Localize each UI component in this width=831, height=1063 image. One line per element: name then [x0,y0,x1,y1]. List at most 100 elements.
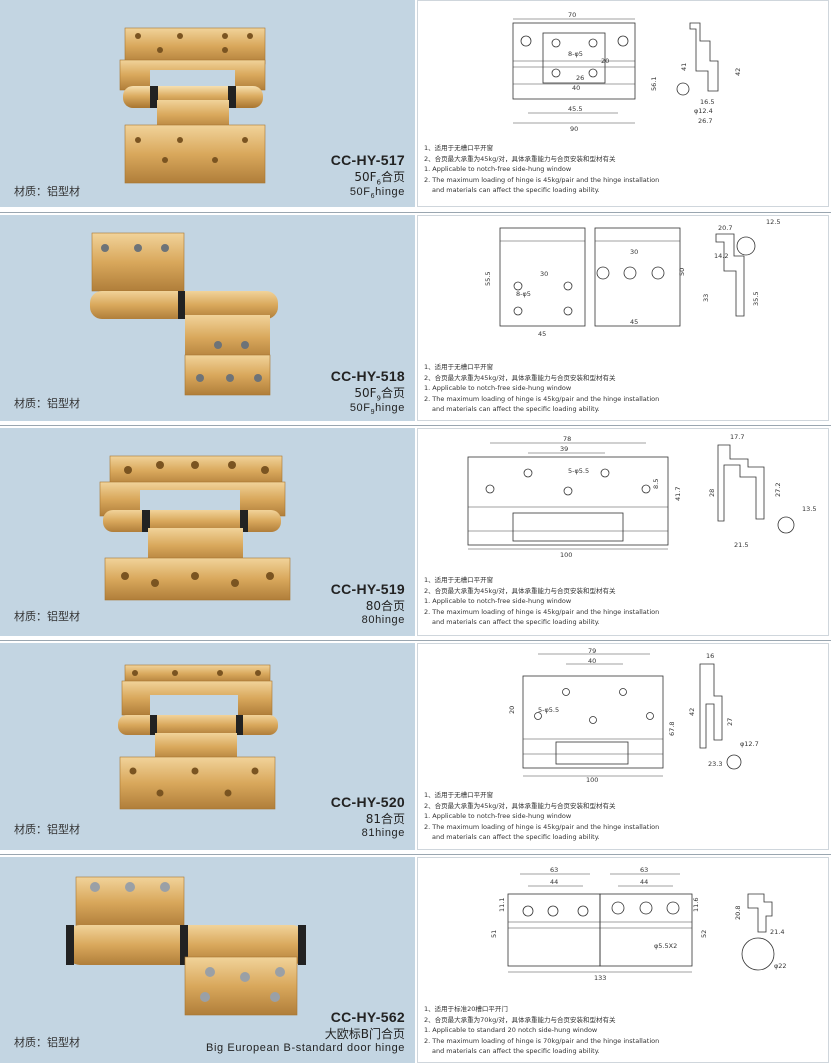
svg-text:20: 20 [508,706,516,714]
svg-text:27: 27 [726,718,734,726]
model-code: CC-HY-517 [330,152,405,168]
svg-text:φ12.4: φ12.4 [694,107,713,115]
product-row-517: 材质：铝型材 CC-HY-517 50F6合页 50F6hinge 70 8-φ… [0,0,831,207]
model-name-en: 50F6hinge [349,186,405,201]
spec-notes: 1、适用于无槽口平开窗 2、合页最大承重为45kg/对，具体承重能力与合页安装和… [424,791,660,841]
product-photo-panel: 材质：铝型材 CC-HY-520 81合页 81hinge [0,643,415,850]
svg-text:21.5: 21.5 [734,541,748,549]
svg-text:40: 40 [572,84,580,92]
technical-drawing-panel: 63 44 63 44 11.1 11.6 51 52 φ5.5X2 133 2… [417,857,829,1063]
svg-text:63: 63 [550,866,558,874]
svg-text:39: 39 [560,445,568,453]
svg-text:33: 33 [702,294,710,302]
svg-text:5-φ5.5: 5-φ5.5 [538,706,559,714]
svg-text:26: 26 [576,74,584,82]
svg-text:41: 41 [680,63,688,71]
svg-text:45: 45 [538,330,546,338]
spec-notes: 1、适用于无槽口平开窗 2、合页最大承重为45kg/对，具体承重能力与合页安装和… [424,576,660,626]
svg-text:30: 30 [630,248,638,256]
svg-text:55.5: 55.5 [484,272,492,286]
hinge-photo-518 [90,232,278,396]
svg-text:51: 51 [490,930,498,938]
svg-text:56.1: 56.1 [650,77,658,91]
svg-text:45: 45 [630,318,638,326]
svg-text:φ22: φ22 [774,962,787,970]
svg-text:52: 52 [700,930,708,938]
svg-text:100: 100 [560,551,572,559]
product-photo-panel: 材质：铝型材 CC-HY-562 大欧标B门合页 Big European B-… [0,857,415,1063]
hinge-photo-562 [66,876,306,1016]
svg-text:13.5: 13.5 [802,505,816,513]
svg-text:63: 63 [640,866,648,874]
svg-text:42: 42 [688,708,696,716]
svg-text:26.7: 26.7 [698,117,712,125]
model-code: CC-HY-562 [330,1009,405,1025]
svg-text:8-φ5: 8-φ5 [516,290,531,298]
svg-text:44: 44 [640,878,648,886]
svg-text:20: 20 [601,57,609,65]
product-row-562: 材质：铝型材 CC-HY-562 大欧标B门合页 Big European B-… [0,857,831,1063]
material-label: 材质：铝型材 [14,823,80,836]
product-row-520: 材质：铝型材 CC-HY-520 81合页 81hinge 79 40 20 5… [0,643,831,850]
model-block: CC-HY-517 50F6合页 50F6hinge [331,152,405,201]
svg-text:φ12.7: φ12.7 [740,740,759,748]
material-label: 材质：铝型材 [14,397,80,410]
svg-text:30: 30 [540,270,548,278]
svg-text:16.5: 16.5 [700,98,714,106]
model-name-en: 80hinge [361,614,405,626]
hinge-photo-520 [118,664,278,810]
hinge-photo-517 [119,27,266,184]
hinge-photo-519 [99,455,291,601]
svg-text:φ5.5X2: φ5.5X2 [654,942,677,950]
model-block: CC-HY-562 大欧标B门合页 Big European B-standar… [206,1009,405,1054]
drawing-562: 63 44 63 44 11.1 11.6 51 52 φ5.5X2 133 2… [490,866,787,982]
product-photo-panel: 材质：铝型材 CC-HY-519 80合页 80hinge [0,428,415,636]
svg-text:50: 50 [678,268,686,276]
svg-text:40: 40 [588,657,596,665]
row-divider [0,854,831,855]
svg-text:14.2: 14.2 [714,252,728,260]
model-name-cn: 50F6合页 [354,170,405,187]
svg-text:70: 70 [568,11,576,19]
svg-text:12.5: 12.5 [766,218,780,226]
svg-text:8.5: 8.5 [652,479,660,489]
drawing-519: 78 39 5-φ5.5 8.5 41.7 100 17.7 28 27.2 1… [467,433,816,559]
svg-text:35.5: 35.5 [752,292,760,306]
model-name-cn: 81合页 [365,812,405,826]
svg-text:11.1: 11.1 [498,898,506,912]
product-row-519: 材质：铝型材 CC-HY-519 80合页 80hinge 78 39 5-φ5… [0,428,831,636]
model-name-en: Big European B-standard door hinge [206,1042,405,1054]
technical-drawing-panel: 78 39 5-φ5.5 8.5 41.7 100 17.7 28 27.2 1… [417,428,829,636]
row-divider [0,212,831,213]
technical-drawing-panel: 55.5 30 8-φ5 45 30 45 50 20.7 12.5 14.2 … [417,215,829,421]
drawing-518: 55.5 30 8-φ5 45 30 45 50 20.7 12.5 14.2 … [484,218,780,338]
spec-notes: 1、适用于无槽口平开窗 2、合页最大承重为45kg/对，具体承重能力与合页安装和… [424,363,660,413]
svg-text:42: 42 [734,68,742,76]
svg-text:90: 90 [570,125,578,133]
model-code: CC-HY-519 [330,581,405,597]
svg-text:20.8: 20.8 [734,906,742,920]
svg-text:5-φ5.5: 5-φ5.5 [568,467,589,475]
svg-text:16: 16 [706,652,714,660]
model-block: CC-HY-520 81合页 81hinge [331,794,405,839]
model-name-en: 81hinge [361,827,405,839]
model-name-cn: 大欧标B门合页 [324,1027,405,1041]
model-name-en: 50F9hinge [349,402,405,417]
model-block: CC-HY-519 80合页 80hinge [331,581,405,626]
svg-text:45.5: 45.5 [568,105,582,113]
svg-text:28: 28 [708,489,716,497]
svg-text:20.7: 20.7 [718,224,732,232]
model-name-cn: 50F9合页 [354,386,405,403]
spec-notes: 1、适用于标准20槽口平开门 2、合页最大承重为70kg/对，具体承重能力与合页… [424,1005,660,1055]
product-photo-panel: 材质：铝型材 CC-HY-517 50F6合页 50F6hinge [0,0,415,207]
spec-notes: 1、适用于无槽口平开窗 2、合页最大承重为45kg/对，具体承重能力与合页安装和… [424,144,660,194]
drawing-517: 70 8-φ5 20 26 40 56.1 45.5 90 41 42 16.5… [512,11,742,133]
svg-text:27.2: 27.2 [774,483,782,497]
model-block: CC-HY-518 50F9合页 50F9hinge [331,368,405,417]
model-code: CC-HY-520 [330,794,405,810]
svg-text:21.4: 21.4 [770,928,784,936]
technical-drawing-panel: 79 40 20 5-φ5.5 67.8 100 16 42 27 φ12.7 … [417,643,829,850]
svg-text:100: 100 [586,776,598,784]
model-code: CC-HY-518 [330,368,405,384]
svg-text:133: 133 [594,974,606,982]
